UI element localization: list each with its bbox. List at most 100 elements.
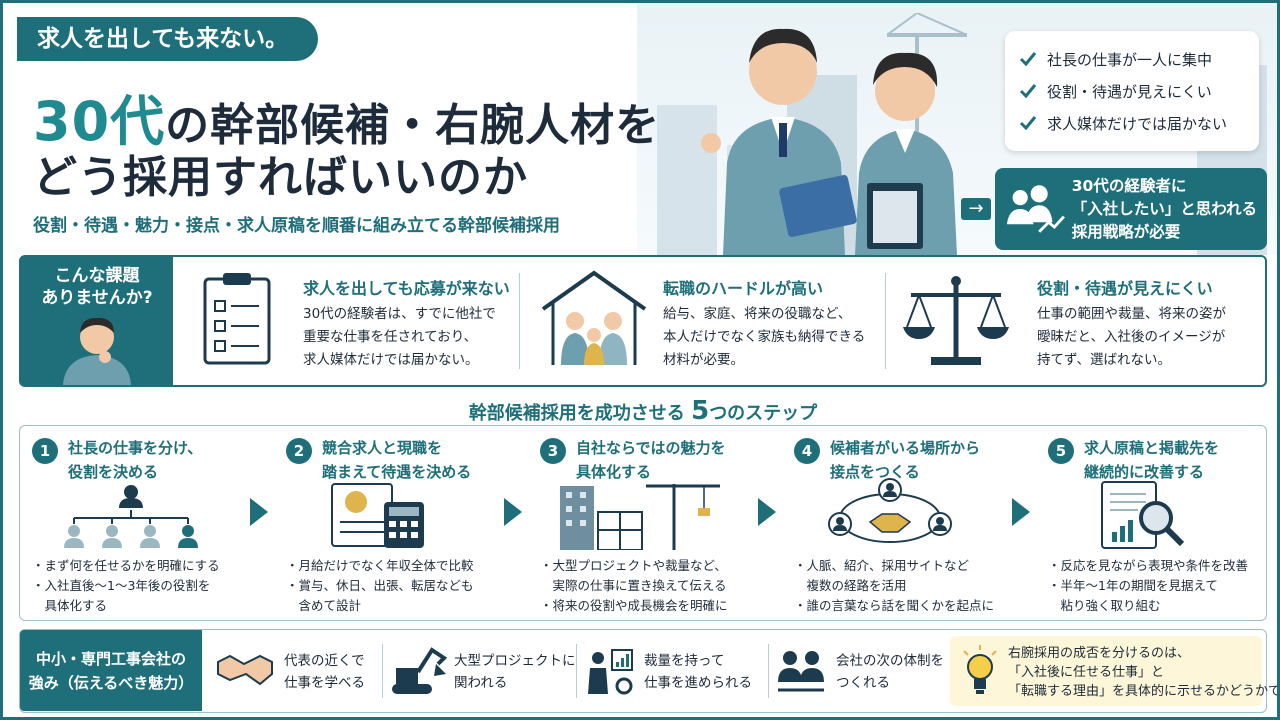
issue-body-line: 持てず、選ばれない。: [1037, 352, 1172, 368]
step-title-line: 役割を決める: [68, 463, 159, 481]
step-title-line: 求人原稿と掲載先を: [1084, 439, 1220, 457]
network-handshake-icon: [828, 478, 952, 543]
strength-text-line: つくれる: [836, 675, 890, 691]
key-message-line: 右腕採用の成否を分けるのは、: [1008, 646, 1191, 661]
step-title-line: 踏まえて待遇を決める: [322, 463, 472, 481]
step-bullet: ・入社直後〜1〜3年後の役割を: [32, 578, 211, 593]
step-bullet: ・半年〜1年の期間を見据えて: [1048, 578, 1218, 593]
thinking-man-icon: [63, 317, 131, 385]
step-title: 競合求人と現職を 踏まえて待遇を決める: [322, 436, 471, 484]
step-card: 4 候補者がいる場所から 接点をつくる ・人脈、紹介、採用サイトなど 複数の経路…: [794, 426, 1022, 622]
step-title-line: 具体化する: [576, 463, 652, 481]
key-message-box: 右腕採用の成否を分けるのは、 「入社後に任せる仕事」と 「転職する理由」を具体的…: [950, 636, 1277, 706]
step-bullet: 粘り強く取り組む: [1048, 598, 1161, 613]
step-bullets: ・反応を見ながら表現や条件を改善 ・半年〜1年の期間を見据えて 粘り強く取り組む: [1048, 556, 1248, 616]
org-chart-icon: [64, 485, 198, 548]
strength-text-line: 代表の近くで: [284, 653, 365, 669]
strength-text: 大型プロジェクトに 関われる: [454, 650, 576, 694]
step-card: 2 競合求人と現職を 踏まえて待遇を決める ・月給だけでなく年収全体で比較 ・賞…: [286, 426, 514, 622]
issue-body: 30代の経験者は、すでに他社で 重要な仕事を任されており、 求人媒体だけでは届か…: [303, 303, 496, 372]
divider: [768, 644, 769, 698]
issues-section: こんな課題 ありませんか? 求人を出しても応募が来ない 30代の経験者は、すで: [19, 255, 1267, 387]
strength-text-line: 会社の次の体制を: [836, 653, 944, 669]
strength-text: 代表の近くで 仕事を学べる: [284, 650, 365, 694]
steps-section: 1 社長の仕事を分け、 役割を決める ・まず何を任せるかを明確にする ・入社直後…: [19, 425, 1267, 621]
step-number: 5: [1048, 438, 1074, 464]
step-number: 2: [286, 438, 312, 464]
handshake-icon: [217, 654, 273, 686]
construction-site-icon: [560, 484, 720, 550]
step-bullet: ・大型プロジェクトや裁量など、: [540, 558, 727, 573]
check-item: 役割・待遇が見えにくい: [1019, 75, 1245, 107]
strategy-need-text: 30代の経験者に 「入社したい」と思われる 採用戦略が必要: [1072, 175, 1257, 244]
step-bullet: ・反応を見ながら表現や条件を改善: [1048, 558, 1249, 573]
strength-item: 会社の次の体制を つくれる: [776, 630, 944, 711]
presenter-chart-icon: [588, 649, 633, 695]
strength-text-line: 仕事を進められる: [644, 675, 752, 691]
step-bullet: ・賞与、休日、出張、転居なども: [286, 578, 474, 593]
check-item: 求人媒体だけでは届かない: [1019, 107, 1245, 139]
document-magnifier-icon: [1101, 481, 1185, 549]
issue-card: 役割・待遇が見えにくい 仕事の範囲や裁量、将来の姿が 曖昧だと、入社後のイメージ…: [897, 265, 1257, 379]
check-icon: [1019, 52, 1037, 67]
check-item-label: 役割・待遇が見えにくい: [1047, 82, 1212, 101]
step-card: 1 社長の仕事を分け、 役割を決める ・まず何を任せるかを明確にする ・入社直後…: [32, 426, 260, 622]
step-bullet: 含めて設計: [286, 598, 362, 613]
step-bullet: 複数の経路を活用: [794, 578, 907, 593]
strengths-section: 中小・専門工事会社の 強み（伝えるべき魅力） 代表の近くで 仕事を学べる 大型プ…: [19, 629, 1277, 713]
issue-title: 役割・待遇が見えにくい: [1037, 279, 1213, 298]
step-bullet: ・将来の役割や成長機会を明確に: [540, 598, 728, 613]
issue-body-line: 給与、家庭、将来の役職など、: [663, 306, 852, 322]
issue-body-line: 重要な仕事を任されており、: [303, 329, 478, 345]
title-highlight: 30代: [33, 90, 166, 153]
divider: [576, 644, 577, 698]
strengths-label-line: 強み（伝えるべき魅力）: [28, 674, 194, 692]
step-bullets: ・人脈、紹介、採用サイトなど 複数の経路を活用 ・誰の言葉なら話を聞くかを起点に: [794, 556, 994, 616]
strength-item: 裁量を持って 仕事を進められる: [586, 630, 766, 711]
steps-heading-number: 5: [691, 396, 710, 426]
step-bullet: 実際の仕事に置き換えて伝える: [540, 578, 727, 593]
step-card: 5 求人原稿と掲載先を 継続的に改善する ・反応を見ながら表現や条件を改善 ・半…: [1048, 426, 1260, 622]
issue-body-line: 30代の経験者は、すでに他社で: [303, 306, 496, 322]
two-workers-illustration: [701, 28, 957, 255]
title-line1-text: の幹部候補・右腕人材を: [165, 100, 661, 151]
divider: [885, 273, 886, 369]
issue-body: 給与、家庭、将来の役職など、 本人だけでなく家族も納得できる 材料が必要。: [663, 303, 865, 372]
strength-item: 大型プロジェクトに 関われる: [388, 630, 576, 711]
chevron-right-icon: [1012, 498, 1030, 526]
issue-title: 転職のハードルが高い: [663, 279, 824, 298]
step-title-line: 競合求人と現職を: [322, 439, 443, 457]
strength-text-line: 裁量を持って: [644, 653, 725, 669]
page-subtitle: 役割・待遇・魅力・接点・求人原稿を順番に組み立てる幹部候補採用: [33, 216, 560, 236]
step-card: 3 自社ならではの魅力を 具体化する ・大型プロジェクトや裁量など、 実際の仕事…: [540, 426, 768, 622]
issues-label-text: こんな課題 ありませんか?: [21, 265, 173, 309]
checklist-icon: [203, 273, 271, 365]
key-message-text: 右腕採用の成否を分けるのは、 「入社後に任せる仕事」と 「転職する理由」を具体的…: [1008, 644, 1277, 701]
strengths-label: 中小・専門工事会社の 強み（伝えるべき魅力）: [20, 630, 202, 711]
step-title: 求人原稿と掲載先を 継続的に改善する: [1084, 436, 1219, 484]
chevron-right-icon: [758, 498, 776, 526]
issues-label: こんな課題 ありませんか?: [21, 257, 173, 385]
issue-body-line: 材料が必要。: [663, 352, 744, 368]
salary-calculator-icon: [331, 483, 424, 548]
issue-body-line: 本人だけでなく家族も納得できる: [663, 329, 866, 345]
step-title: 自社ならではの魅力を 具体化する: [576, 436, 726, 484]
page-title-line2: どう採用すればいいのか: [33, 152, 528, 203]
step-bullet: ・まず何を任せるかを明確にする: [32, 558, 220, 573]
building-shape: [657, 105, 717, 255]
issue-body-line: 曖昧だと、入社後のイメージが: [1037, 329, 1226, 345]
divider: [382, 644, 383, 698]
steps-heading-text: 幹部候補採用を成功させる: [468, 403, 685, 424]
balance-scale-icon: [903, 276, 1009, 365]
step-number: 3: [540, 438, 566, 464]
tagline-banner: 求人を出しても来ない。: [17, 17, 319, 61]
check-icon: [1019, 116, 1037, 131]
family-house-icon: [541, 270, 647, 365]
step-title: 社長の仕事を分け、 役割を決める: [68, 436, 202, 484]
step-title-line: 社長の仕事を分け、: [68, 439, 203, 457]
check-item-label: 社長の仕事が一人に集中: [1047, 50, 1213, 69]
strength-text-line: 仕事を学べる: [284, 675, 365, 691]
step-bullet: ・誰の言葉なら話を聞くかを起点に: [794, 598, 995, 613]
strength-text-line: 関われる: [454, 675, 508, 691]
